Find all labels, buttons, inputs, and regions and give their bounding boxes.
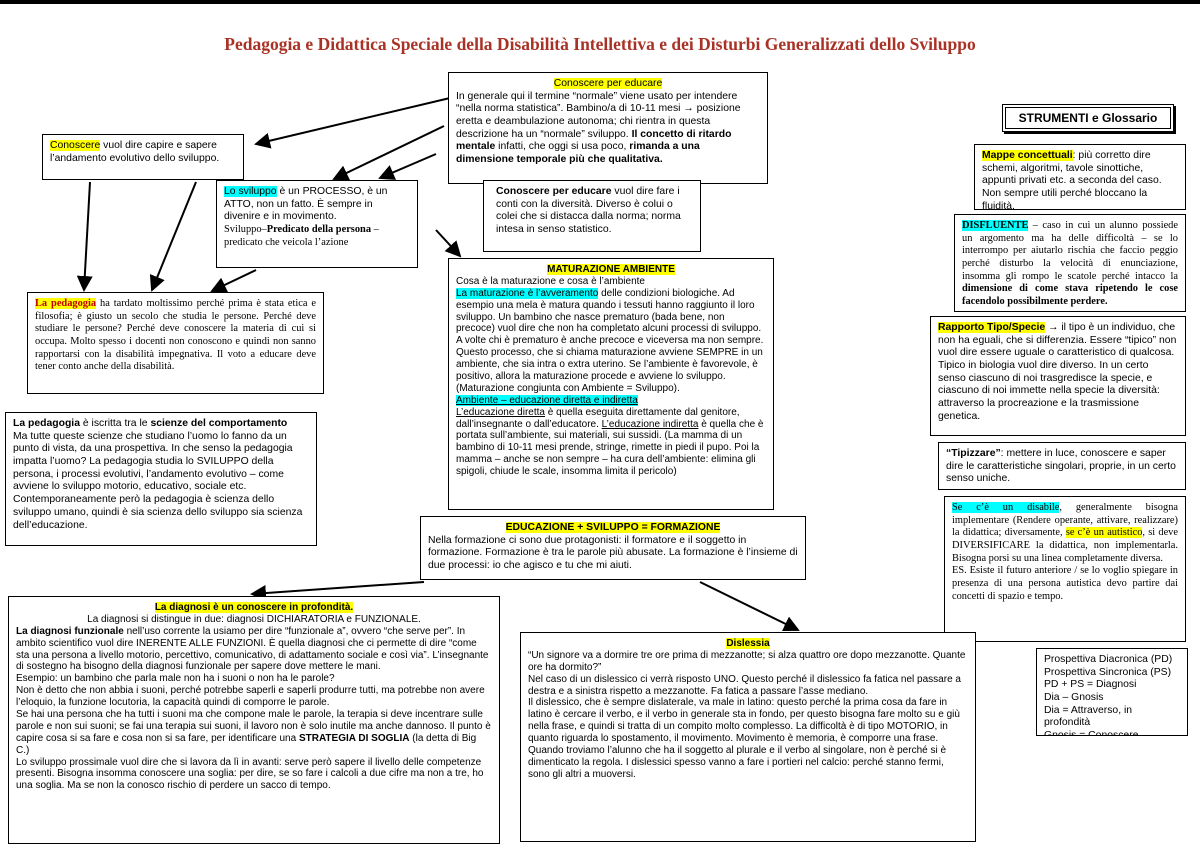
box-heading: EDUCAZIONE + SVILUPPO = FORMAZIONE [505, 522, 721, 533]
paragraph: La maturazione è l’avveramento delle con… [456, 287, 764, 394]
box-heading: La diagnosi è un conoscere in profondità… [154, 602, 354, 613]
paragraph: La pedagogia ha tardato moltissimo perch… [35, 298, 316, 373]
arrow-intro-to-sviluppo-2 [378, 153, 437, 180]
arrow-conoscere-to-pedagogia-right [149, 181, 197, 292]
arrow-formazione-to-diagnosi [250, 581, 425, 602]
paragraph: L’educazione diretta è quella eseguita d… [456, 406, 764, 478]
paragraph: In generale qui il termine “normale” vie… [456, 90, 741, 166]
paragraph: Conoscere per educare vuol dire fare i c… [496, 186, 681, 236]
box-disabile-autistico: Se c’è un disabile, generalmente bisogna… [944, 496, 1186, 642]
box-la-pedagogia-tardato: La pedagogia ha tardato moltissimo perch… [27, 292, 324, 394]
box-heading: Conoscere per educare [553, 78, 663, 89]
glossary-line: Dia – Gnosis [1044, 692, 1104, 704]
paragraph: Sviluppo–Predicato della persona – predi… [224, 224, 379, 248]
paragraph: Quando troviamo l’alunno che ha il sogge… [528, 745, 947, 780]
paragraph: Rapporto Tipo/Specie → il tipo è un indi… [938, 322, 1177, 422]
paragraph: Esempio: un bambino che parla male non h… [16, 673, 335, 685]
box-prospettiva-glossario: Prospettiva Diacronica (PD) Prospettiva … [1036, 648, 1188, 736]
box-tipizzare: “Tipizzare”: mettere in luce, conoscere … [938, 442, 1186, 490]
paragraph: DISFLUENTE – caso in cui un alunno possi… [962, 220, 1178, 308]
arrow-formazione-to-dislessia [699, 581, 800, 632]
box-conoscere-per-educare: Conoscere per educare In generale qui il… [448, 72, 768, 184]
box-heading: MATURAZIONE AMBIENTE [547, 264, 675, 275]
arrow-intro-to-conoscere [254, 97, 451, 149]
page-title: Pedagogia e Didattica Speciale della Dis… [224, 34, 976, 54]
paragraph: “Un signore va a dormire tre ore prima d… [528, 649, 966, 673]
glossary-line: Prospettiva Diacronica (PD) [1044, 654, 1173, 665]
box-maturazione-ambiente: MATURAZIONE AMBIENTE Cosa è la maturazio… [448, 258, 774, 510]
arrow-conoscere-to-pedagogia-left [76, 181, 93, 292]
glossary-line: Dia = Attraverso, in profondità [1044, 704, 1133, 729]
paragraph: Se c’è un disabile, generalmente bisogna… [952, 502, 1179, 564]
paragraph: La pedagogia è iscritta tra le scienze d… [13, 418, 288, 429]
paragraph: Nel caso di un dislessico ci verrà rispo… [528, 673, 961, 697]
paragraph: ES. Esiste il futuro anteriore / se lo v… [952, 565, 1178, 602]
box-diagnosi: La diagnosi è un conoscere in profondità… [8, 596, 500, 844]
paragraph: Nella formazione ci sono due protagonist… [428, 534, 798, 572]
glossary-line: Prospettiva Sincronica (PS) [1044, 666, 1172, 678]
box-lo-sviluppo: Lo sviluppo è un PROCESSO, è un ATTO, no… [216, 180, 418, 268]
paragraph: “Tipizzare”: mettere in luce, conoscere … [946, 448, 1176, 485]
box-heading: Dislessia [726, 638, 770, 649]
box-mappe-concettuali: Mappe concettuali: più corretto dire sch… [974, 144, 1186, 210]
paragraph: Non è detto che non abbia i suoni, perch… [16, 685, 485, 709]
paragraph: Lo sviluppo prossimale vuol dire che si … [16, 756, 484, 792]
box-conoscere: Conoscere vuol dire capire e sapere l’an… [42, 134, 244, 180]
arrow-sviluppo-to-pedagogia [210, 269, 257, 293]
box-strumenti-glossario: STRUMENTI e Glossario [1002, 104, 1174, 132]
box-pedagogia-scienze: La pedagogia è iscritta tra le scienze d… [5, 412, 317, 546]
box-disfluente: DISFLUENTE – caso in cui un alunno possi… [954, 214, 1186, 312]
glossary-line: PD + PS = Diagnosi [1044, 679, 1137, 691]
paragraph: Cosa è la maturazione e cosa è l’ambient… [456, 275, 645, 287]
paragraph: Se hai una persona che ha tutti i suoni … [16, 709, 491, 756]
box-educazione-sviluppo-formazione: EDUCAZIONE + SVILUPPO = FORMAZIONE Nella… [420, 516, 806, 580]
paragraph: La diagnosi si distingue in due: diagnos… [87, 613, 421, 625]
paragraph: Lo sviluppo è un PROCESSO, è un ATTO, no… [224, 186, 388, 223]
paragraph: La diagnosi funzionale nell’uso corrente… [16, 625, 489, 673]
box-conoscere-educare-diversita: Conoscere per educare vuol dire fare i c… [483, 180, 701, 252]
paragraph: Il dislessico, che è sempre dislaterale,… [528, 697, 960, 745]
arrow-to-maturazione [435, 229, 462, 258]
box-heading: STRUMENTI e Glossario [1018, 110, 1158, 125]
paragraph: Contemporaneamente però la pedagogia è s… [13, 494, 303, 531]
box-rapporto-tipo-specie: Rapporto Tipo/Specie → il tipo è un indi… [930, 316, 1186, 436]
arrow-intro-to-sviluppo [332, 125, 445, 181]
paragraph: Ma tutte queste scienze che studiano l’u… [13, 430, 293, 493]
paragraph: Ambiente – educazione diretta e indirett… [456, 394, 638, 406]
box-dislessia: Dislessia “Un signore va a dormire tre o… [520, 632, 976, 842]
paragraph: Mappe concettuali: più corretto dire sch… [982, 150, 1162, 210]
paragraph: Conoscere vuol dire capire e sapere l’an… [50, 140, 220, 164]
glossary-line: Gnosis = Conoscere [1044, 730, 1139, 736]
